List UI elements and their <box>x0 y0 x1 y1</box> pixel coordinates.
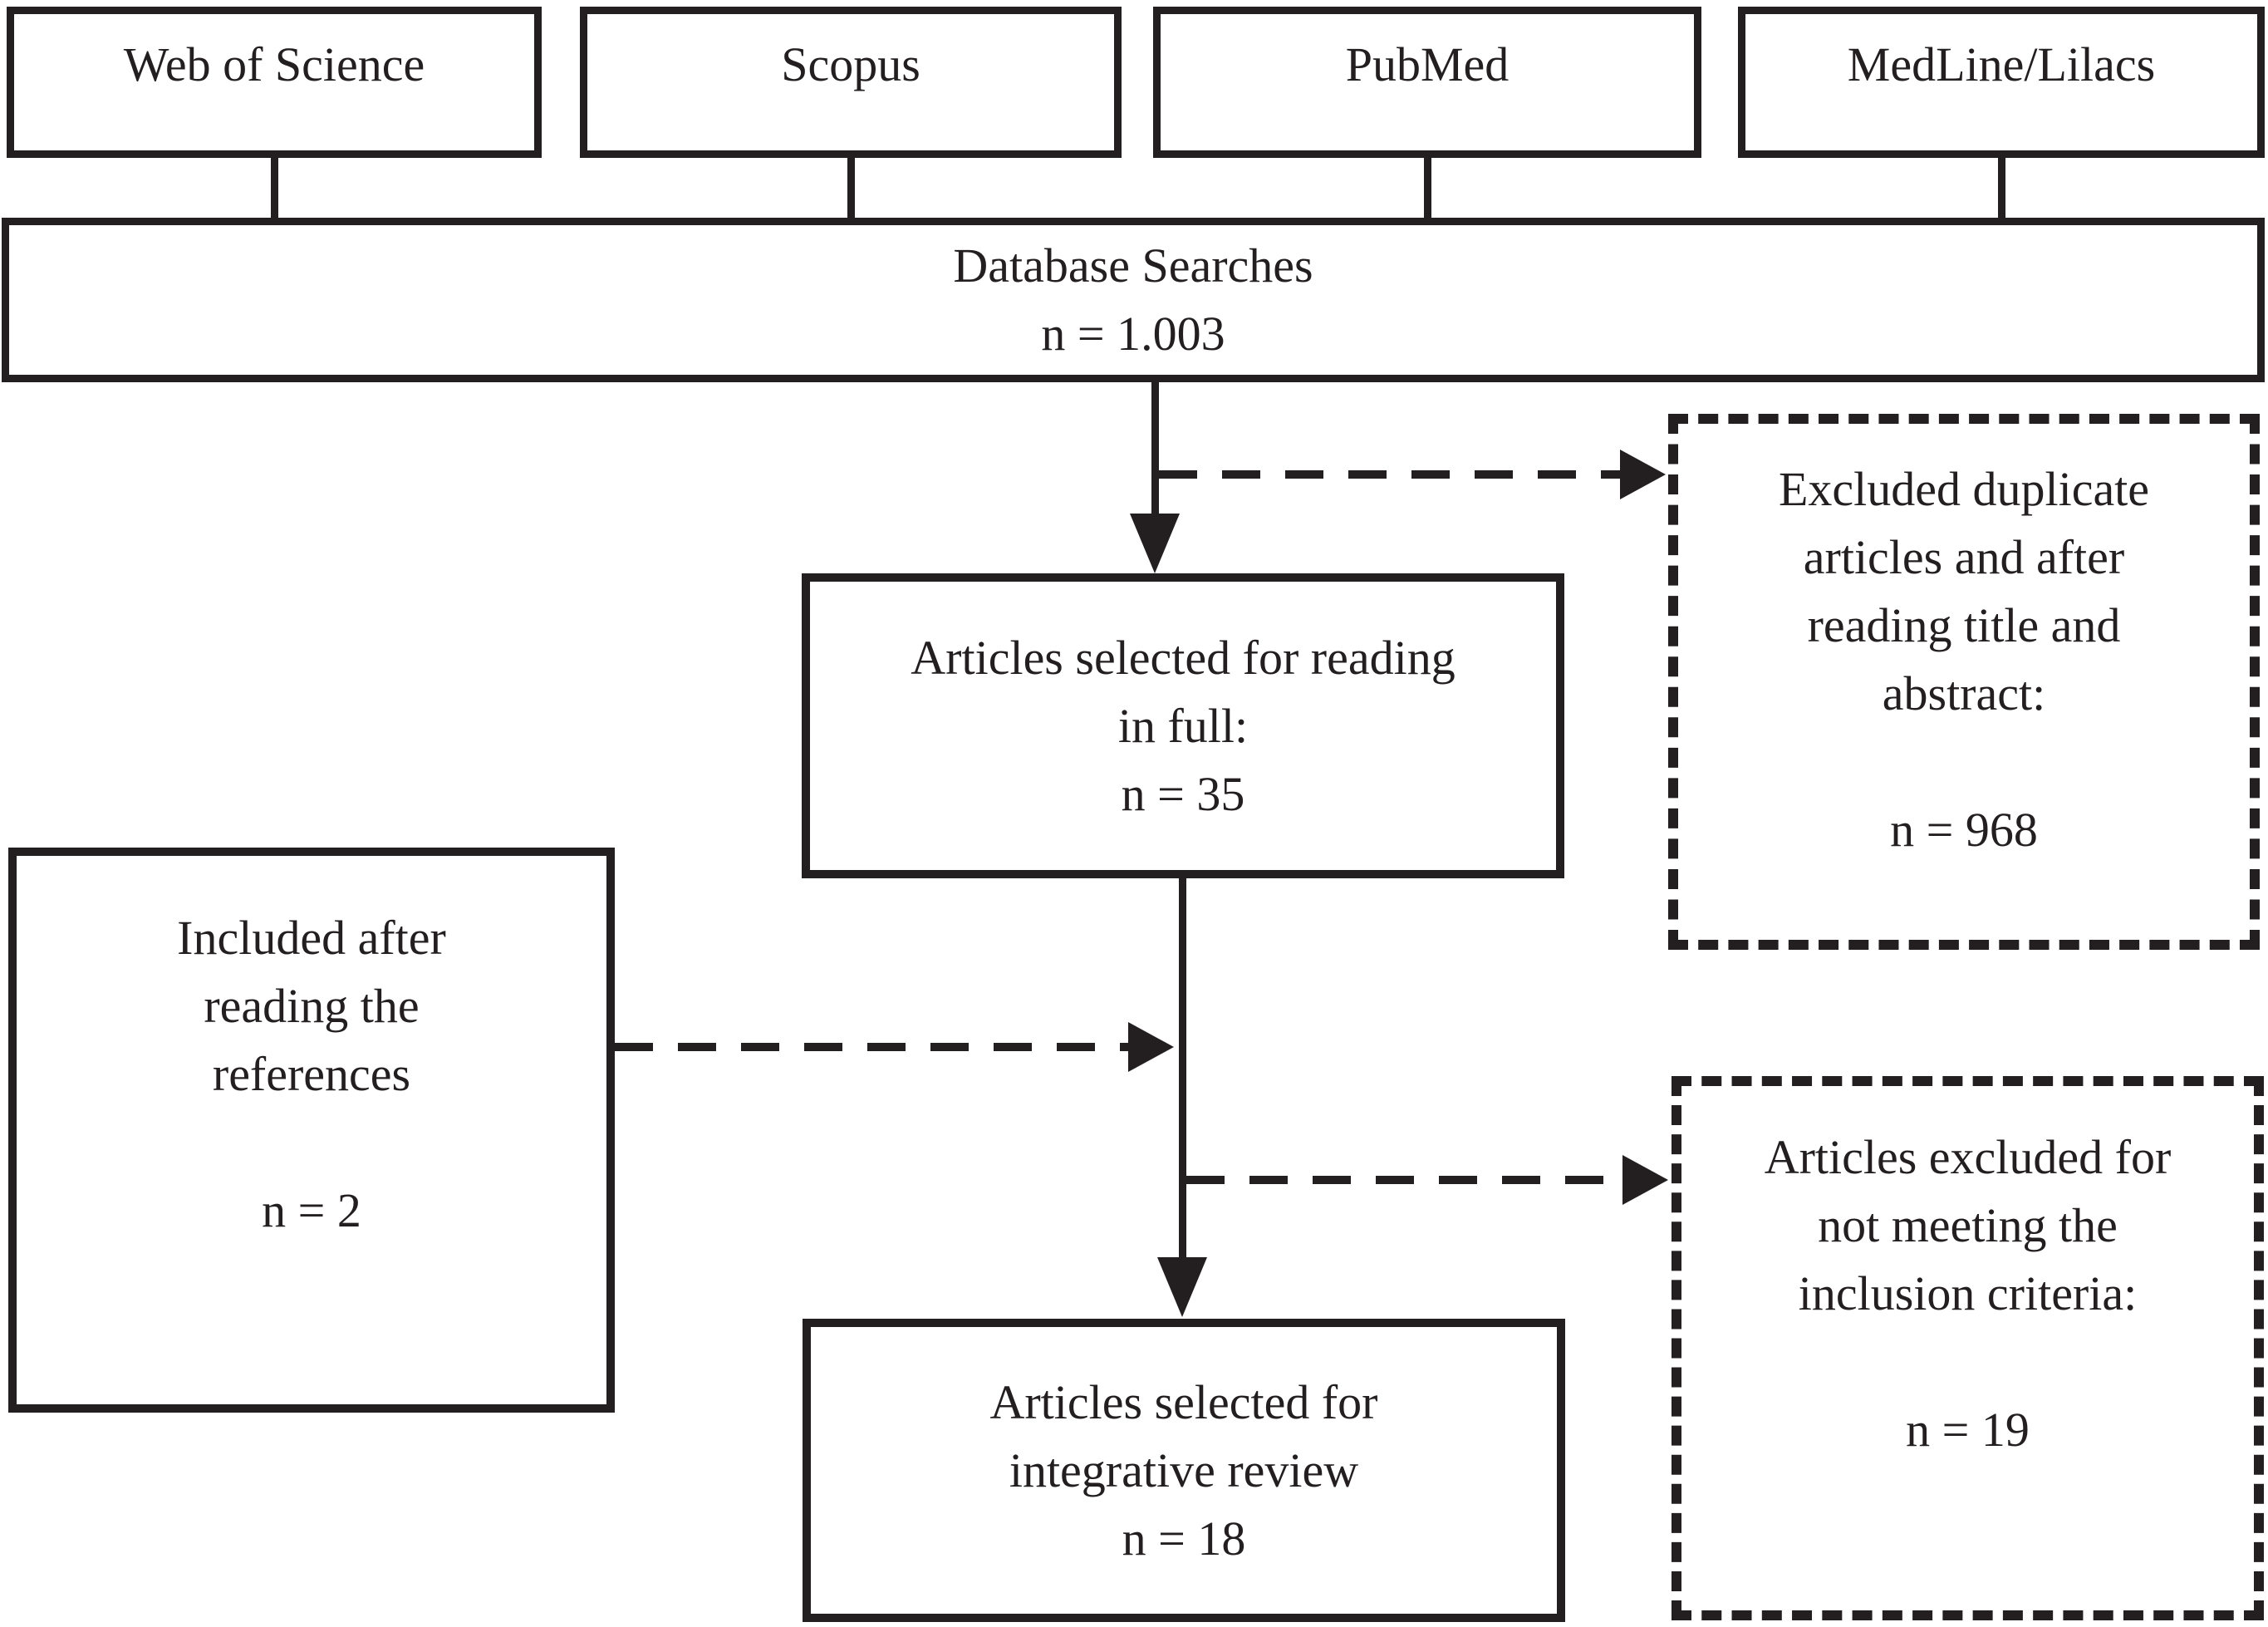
arrow-fullreading-to-review-head <box>1157 1257 1207 1317</box>
arrow-searches-to-fullreading-line <box>1151 382 1159 517</box>
box-selected-full-reading: Articles selected for reading in full: n… <box>802 573 1564 878</box>
dashed-arrow-included-references-line <box>615 1043 1130 1051</box>
connector-web-of-science <box>271 158 278 221</box>
box-medline-lilacs: MedLine/Lilacs <box>1738 7 2265 158</box>
arrow-fullreading-to-review-line <box>1179 878 1186 1261</box>
dashed-arrow-to-excluded-criteria-head <box>1622 1155 1668 1205</box>
box-database-searches: Database Searches n = 1.003 <box>2 218 2265 382</box>
connector-medline-lilacs <box>1998 158 2005 221</box>
box-excluded-criteria-label: Articles excluded for not meeting the in… <box>1764 1130 2172 1457</box>
box-included-references-label: Included after reading the references n … <box>177 911 446 1237</box>
arrow-searches-to-fullreading-head <box>1130 514 1180 573</box>
box-excluded-duplicates-label: Excluded duplicate articles and after re… <box>1778 462 2150 857</box>
connector-scopus <box>847 158 855 221</box>
dashed-arrow-to-excluded-criteria-line <box>1186 1176 1627 1184</box>
dashed-arrow-to-excluded-duplicates-line <box>1159 470 1622 479</box>
box-web-of-science-label: Web of Science <box>123 37 425 91</box>
box-pubmed-label: PubMed <box>1345 37 1510 91</box>
dashed-arrow-included-references-head <box>1128 1022 1174 1072</box>
box-pubmed: PubMed <box>1153 7 1701 158</box>
box-selected-full-reading-label: Articles selected for reading in full: n… <box>911 630 1456 821</box>
box-database-searches-label: Database Searches n = 1.003 <box>953 238 1313 361</box>
box-scopus-label: Scopus <box>781 37 920 91</box>
box-integrative-review: Articles selected for integrative review… <box>803 1319 1565 1622</box>
box-web-of-science: Web of Science <box>7 7 542 158</box>
connector-pubmed <box>1424 158 1431 221</box>
box-included-references: Included after reading the references n … <box>8 848 615 1413</box>
box-excluded-criteria: Articles excluded for not meeting the in… <box>1672 1076 2264 1620</box>
box-excluded-duplicates: Excluded duplicate articles and after re… <box>1668 414 2260 950</box>
box-medline-lilacs-label: MedLine/Lilacs <box>1847 37 2156 91</box>
box-scopus: Scopus <box>580 7 1122 158</box>
dashed-arrow-to-excluded-duplicates-head <box>1620 450 1666 499</box>
box-integrative-review-label: Articles selected for integrative review… <box>989 1374 1378 1566</box>
